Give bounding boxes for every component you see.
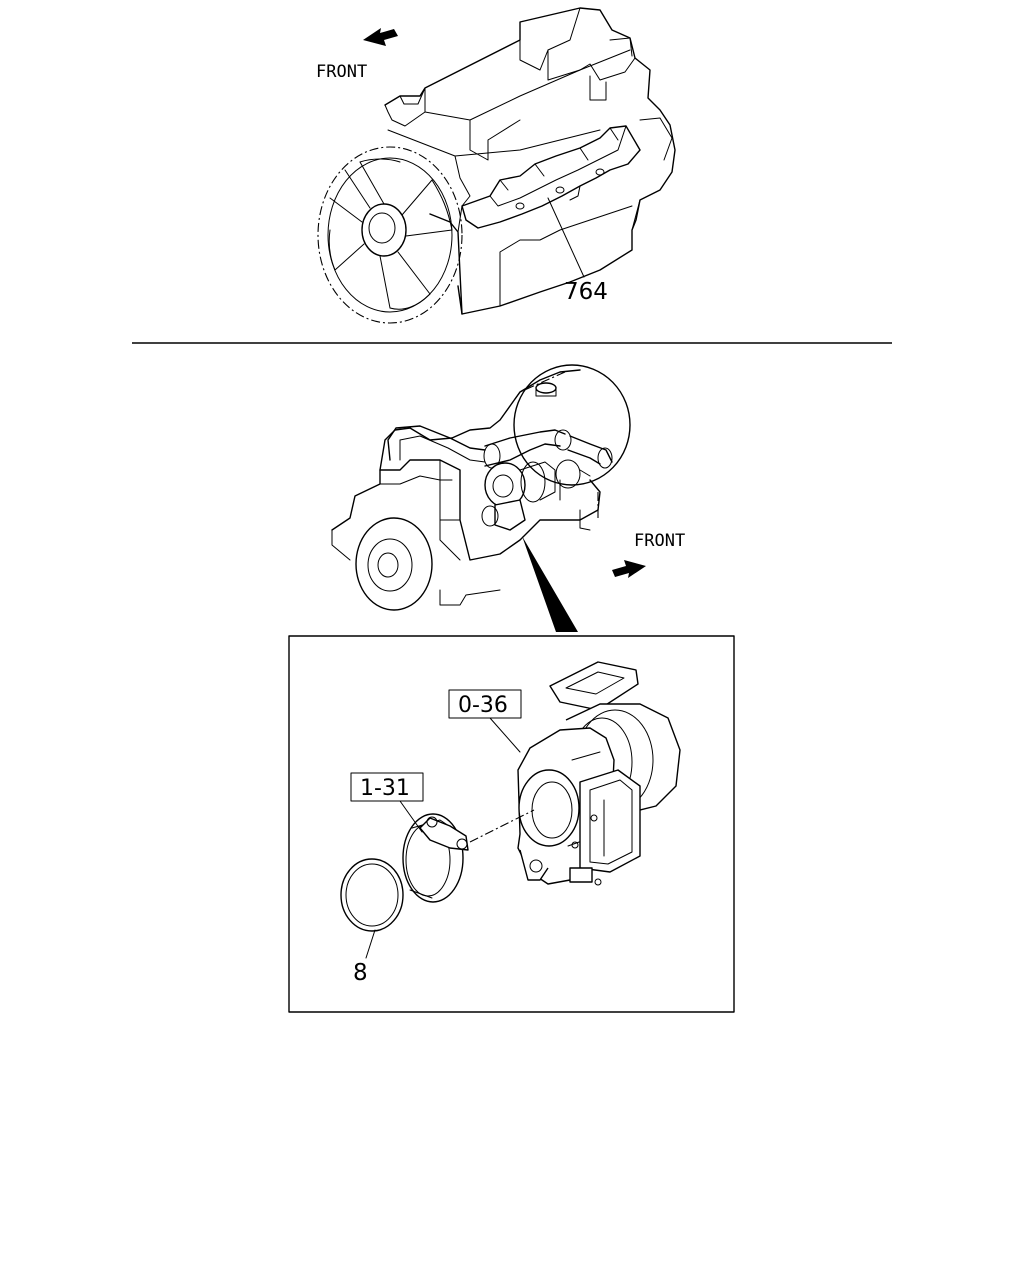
engine-fan (317, 146, 463, 324)
part-box-0-36 (448, 689, 522, 719)
front-arrow-bottom-icon (612, 560, 646, 578)
part-box-1-31 (350, 772, 424, 802)
detail-callout-pointer (522, 536, 578, 632)
front-arrow-top-icon (363, 28, 398, 46)
engine-view-top: FRONT (316, 7, 676, 324)
clamp (402, 813, 469, 903)
part-label-1-31: 1-31 (360, 776, 410, 801)
part-label-0-36: 0-36 (458, 693, 508, 718)
centre-line (469, 809, 535, 843)
engine-block-top (384, 7, 676, 315)
detail-box: 0-36 1-31 8 (288, 635, 735, 1013)
gasket-ring (340, 858, 404, 932)
front-label-bottom: FRONT (634, 531, 685, 551)
front-label-top: FRONT (316, 62, 367, 82)
part-label-8: 8 (353, 960, 368, 986)
leader-1-31 (399, 800, 423, 833)
part-label-764: 764 (564, 279, 608, 305)
leader-8 (365, 929, 376, 959)
engine-view-bottom: FRONT (331, 364, 685, 632)
turbocharger (517, 661, 681, 886)
leader-764 (547, 197, 585, 278)
fuel-rail (461, 125, 641, 229)
leader-0-36 (489, 717, 521, 753)
